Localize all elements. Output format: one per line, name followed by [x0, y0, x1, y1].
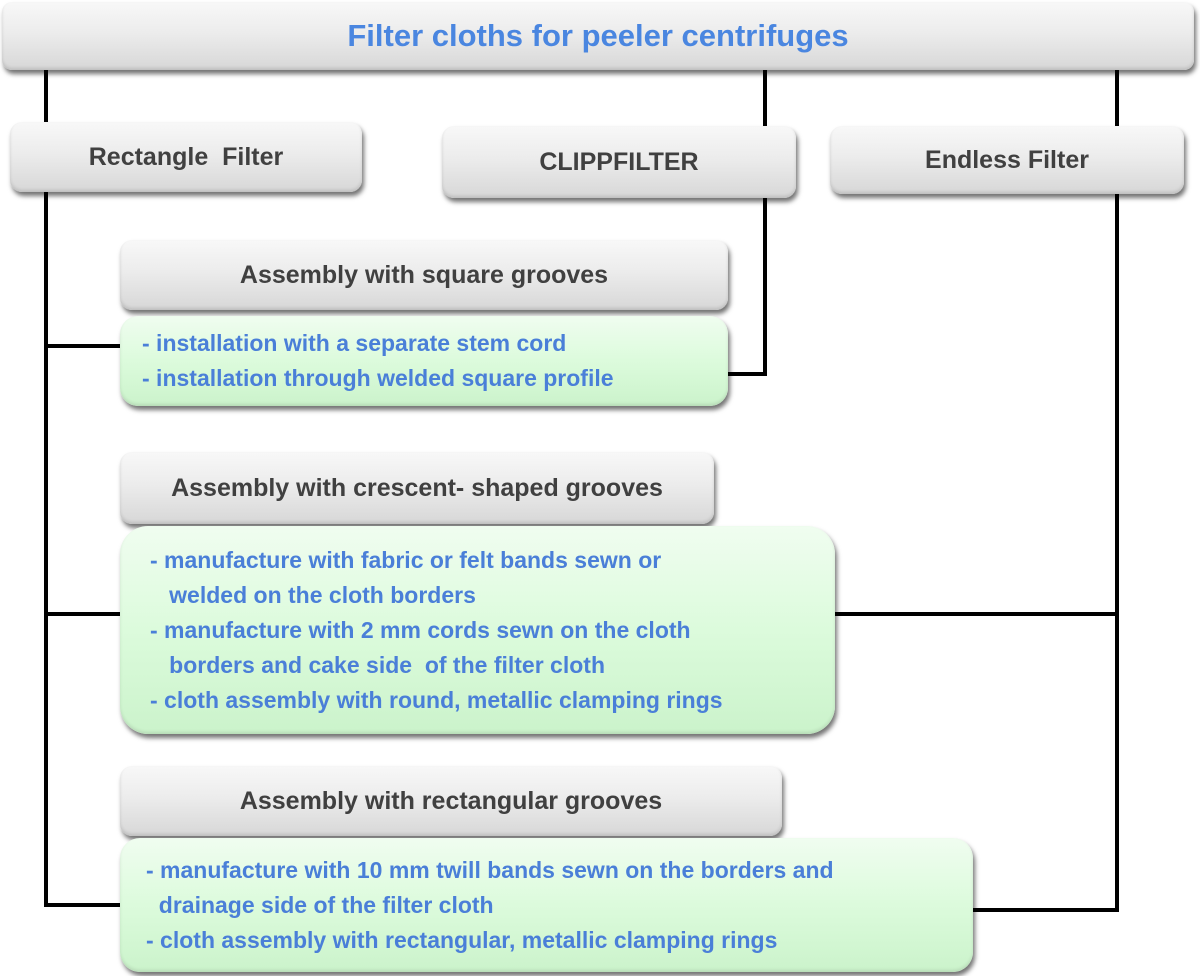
- assembly-square-heading: Assembly with square grooves: [120, 240, 728, 310]
- category-endless-filter: Endless Filter: [830, 126, 1184, 194]
- category-label: Rectangle Filter: [88, 142, 284, 171]
- detail-line: - installation through welded square pro…: [142, 365, 614, 391]
- detail-line: - installation with a separate stem cord: [142, 330, 567, 356]
- detail-line: drainage side of the filter cloth: [146, 891, 494, 918]
- assembly-square-details: - installation with a separate stem cord…: [120, 316, 728, 406]
- detail-line: - manufacture with 2 mm cords sewn on th…: [150, 616, 691, 643]
- category-rectangle-filter: Rectangle Filter: [10, 122, 362, 192]
- assembly-heading-text: Assembly with crescent- shaped grooves: [171, 473, 663, 502]
- detail-line: welded on the cloth borders: [150, 581, 476, 608]
- assembly-crescent-details: - manufacture with fabric or felt bands …: [120, 526, 835, 734]
- category-clippfilter: CLIPPFILTER: [442, 126, 796, 198]
- assembly-rectangular-heading: Assembly with rectangular grooves: [120, 766, 782, 836]
- detail-line: - cloth assembly with round, metallic cl…: [150, 686, 723, 713]
- connector-clippfilter-square: [726, 196, 767, 376]
- assembly-rectangular-details: - manufacture with 10 mm twill bands sew…: [120, 838, 973, 972]
- diagram-title: Filter cloths for peeler centrifuges: [2, 2, 1194, 70]
- category-label: Endless Filter: [925, 145, 1089, 174]
- detail-line: - manufacture with 10 mm twill bands sew…: [146, 856, 834, 883]
- detail-line: - manufacture with fabric or felt bands …: [150, 546, 662, 573]
- detail-line: - cloth assembly with rectangular, metal…: [146, 926, 778, 953]
- detail-line: borders and cake side of the filter clot…: [150, 651, 605, 678]
- assembly-crescent-heading: Assembly with crescent- shaped grooves: [120, 452, 714, 524]
- assembly-heading-text: Assembly with rectangular grooves: [239, 786, 663, 815]
- title-text: Filter cloths for peeler centrifuges: [347, 18, 849, 53]
- category-label: CLIPPFILTER: [539, 147, 699, 176]
- assembly-heading-text: Assembly with square grooves: [239, 260, 609, 289]
